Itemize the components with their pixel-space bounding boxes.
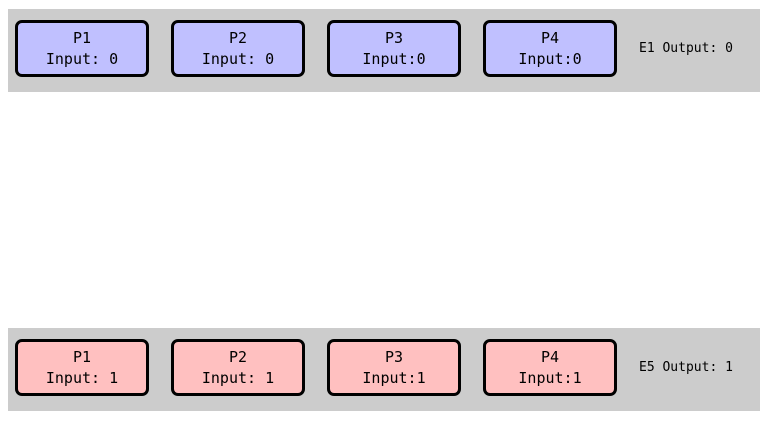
node-input: Input: 1: [45, 368, 119, 387]
top-node-p1[interactable]: P1 Input: 0: [15, 20, 149, 77]
node-input: Input: 1: [201, 368, 275, 387]
node-input: Input:1: [362, 368, 426, 387]
node-name: P4: [540, 347, 560, 366]
node-input: Input:1: [518, 368, 582, 387]
node-name: P3: [384, 347, 404, 366]
node-input: Input: 0: [201, 49, 275, 68]
top-node-p3[interactable]: P3 Input:0: [327, 20, 461, 77]
bottom-node-p4[interactable]: P4 Input:1: [483, 339, 617, 396]
node-name: P3: [384, 28, 404, 47]
node-input: Input:0: [362, 49, 426, 68]
top-row-panel: P1 Input: 0 P2 Input: 0 P3 Input:0 P4 In…: [8, 9, 760, 92]
node-name: P1: [72, 347, 92, 366]
node-name: P4: [540, 28, 560, 47]
node-name: P1: [72, 28, 92, 47]
top-node-p4[interactable]: P4 Input:0: [483, 20, 617, 77]
node-name: P2: [228, 347, 248, 366]
bottom-node-p3[interactable]: P3 Input:1: [327, 339, 461, 396]
node-name: P2: [228, 28, 248, 47]
top-node-p2[interactable]: P2 Input: 0: [171, 20, 305, 77]
bottom-row-panel: P1 Input: 1 P2 Input: 1 P3 Input:1 P4 In…: [8, 328, 760, 411]
bottom-output-label: E5 Output: 1: [639, 360, 733, 375]
node-input: Input: 0: [45, 49, 119, 68]
bottom-node-p1[interactable]: P1 Input: 1: [15, 339, 149, 396]
top-output-label: E1 Output: 0: [639, 41, 733, 56]
node-input: Input:0: [518, 49, 582, 68]
bottom-node-p2[interactable]: P2 Input: 1: [171, 339, 305, 396]
